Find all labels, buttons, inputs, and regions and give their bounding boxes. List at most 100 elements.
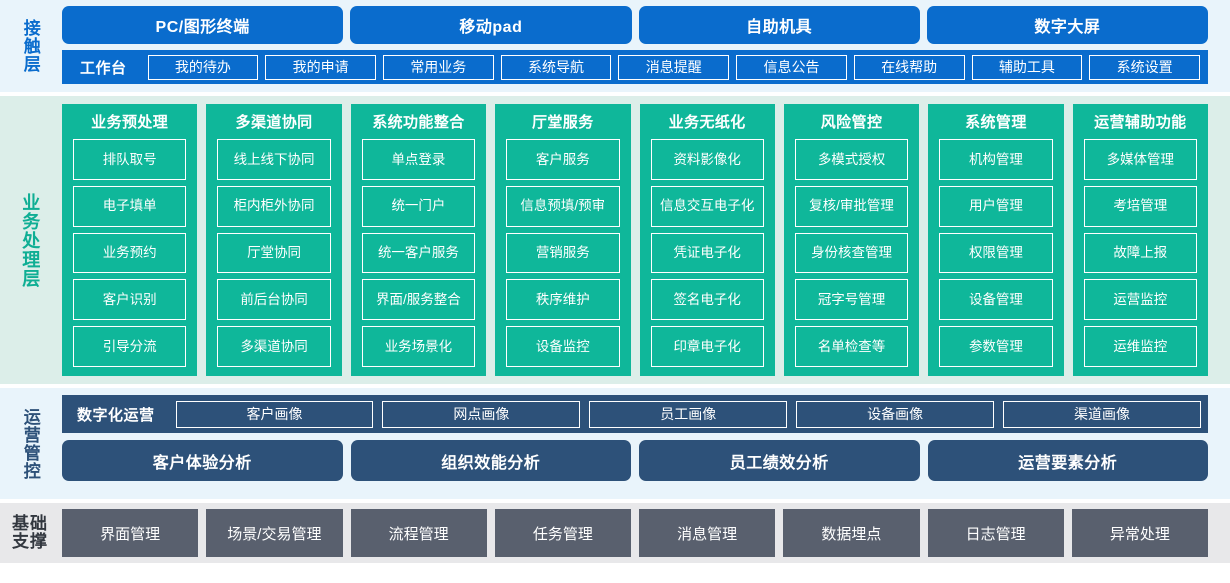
workbench-item-system-navigation[interactable]: 系统导航 [500, 54, 612, 80]
analysis-org-efficiency[interactable]: 组织效能分析 [350, 440, 631, 481]
channel-digital-screen[interactable]: 数字大屏 [926, 6, 1208, 44]
layer-base-support: 基础 支撑 界面管理 场景/交易管理 流程管理 任务管理 消息管理 数据埋点 日… [0, 503, 1230, 563]
workbench-title: 工作台 [80, 59, 127, 77]
workbench-item-my-application[interactable]: 我的申请 [265, 54, 376, 80]
biz-col-multichannel: 多渠道协同 线上线下协同 柜内柜外协同 厅堂协同 前后台协同 多渠道协同 [206, 104, 342, 376]
biz-item[interactable]: 单点登录 [361, 139, 476, 180]
biz-item[interactable]: 冠字号管理 [794, 279, 909, 321]
biz-item-list: 排队取号 电子填单 业务预约 客户识别 引导分流 [73, 139, 187, 367]
workbench-item-aux-tools[interactable]: 辅助工具 [971, 54, 1083, 80]
workbench-item-online-help[interactable]: 在线帮助 [853, 54, 965, 80]
base-item-task-management[interactable]: 任务管理 [494, 509, 631, 557]
analysis-row: 客户体验分析 组织效能分析 员工绩效分析 运营要素分析 [62, 440, 1208, 481]
channel-mobile-pad[interactable]: 移动pad [350, 6, 632, 44]
biz-item[interactable]: 前后台协同 [217, 279, 331, 321]
biz-item[interactable]: 复核/审批管理 [794, 185, 909, 227]
biz-col-lobby-service: 厅堂服务 客户服务 信息预填/预审 营销服务 秩序维护 设备监控 [495, 104, 631, 376]
biz-col-title: 业务预处理 [91, 114, 169, 131]
biz-item-list: 客户服务 信息预填/预审 营销服务 秩序维护 设备监控 [506, 139, 620, 367]
biz-item-list: 资料影像化 信息交互电子化 凭证电子化 签名电子化 印章电子化 [650, 139, 764, 367]
layer-base-support-label-line1: 基础 [12, 513, 48, 533]
biz-item[interactable]: 业务预约 [73, 232, 187, 274]
divider-contact-business [0, 92, 1230, 96]
layer-base-support-label-line2: 支撑 [12, 532, 48, 551]
channel-pc[interactable]: PC/图形终端 [62, 6, 344, 44]
biz-col-title: 风险管控 [820, 114, 883, 131]
biz-item[interactable]: 名单检查等 [794, 326, 909, 367]
biz-item[interactable]: 信息预填/预审 [506, 185, 620, 227]
biz-item[interactable]: 电子填单 [73, 185, 187, 227]
biz-item-list: 线上线下协同 柜内柜外协同 厅堂协同 前后台协同 多渠道协同 [217, 139, 331, 367]
biz-item[interactable]: 机构管理 [939, 139, 1053, 180]
analysis-customer-experience[interactable]: 客户体验分析 [62, 440, 343, 481]
biz-item-list: 多模式授权 复核/审批管理 身份核查管理 冠字号管理 名单检查等 [794, 139, 909, 367]
biz-item[interactable]: 参数管理 [939, 326, 1053, 367]
biz-item[interactable]: 多媒体管理 [1083, 139, 1197, 180]
biz-item[interactable]: 柜内柜外协同 [217, 185, 331, 227]
analysis-employee-performance[interactable]: 员工绩效分析 [639, 440, 920, 481]
biz-col-title: 系统功能整合 [372, 114, 465, 131]
business-columns: 业务预处理 排队取号 电子填单 业务预约 客户识别 引导分流 多渠道协同 线上线… [60, 104, 1230, 376]
portrait-employee[interactable]: 员工画像 [589, 400, 788, 428]
biz-item[interactable]: 多渠道协同 [217, 326, 331, 367]
biz-item[interactable]: 凭证电子化 [650, 232, 764, 274]
portrait-branch[interactable]: 网点画像 [382, 400, 581, 428]
biz-item[interactable]: 运营监控 [1083, 279, 1197, 321]
biz-item[interactable]: 客户识别 [73, 279, 187, 321]
workbench-item-announcement[interactable]: 信息公告 [736, 54, 847, 80]
workbench-item-system-settings[interactable]: 系统设置 [1089, 54, 1200, 80]
biz-item[interactable]: 多模式授权 [794, 139, 909, 180]
biz-item[interactable]: 运维监控 [1083, 326, 1197, 367]
biz-item-list: 单点登录 统一门户 统一客户服务 界面/服务整合 业务场景化 [361, 139, 476, 367]
base-item-exception-handling[interactable]: 异常处理 [1071, 509, 1208, 557]
base-item-message-management[interactable]: 消息管理 [639, 509, 776, 557]
biz-item[interactable]: 排队取号 [73, 139, 187, 180]
layer-operations-label: 运营管控 [20, 407, 40, 480]
biz-item[interactable]: 统一客户服务 [361, 232, 476, 274]
portrait-device[interactable]: 设备画像 [796, 400, 995, 428]
base-item-data-tracking[interactable]: 数据埋点 [783, 509, 920, 557]
base-item-ui-management[interactable]: 界面管理 [62, 509, 199, 557]
biz-item[interactable]: 身份核查管理 [794, 232, 909, 274]
base-item-process-management[interactable]: 流程管理 [350, 509, 487, 557]
base-items-row: 界面管理 场景/交易管理 流程管理 任务管理 消息管理 数据埋点 日志管理 异常… [62, 509, 1208, 557]
biz-item[interactable]: 线上线下协同 [217, 139, 331, 180]
divider-business-operations [0, 384, 1230, 388]
biz-item[interactable]: 引导分流 [73, 326, 187, 367]
biz-item[interactable]: 界面/服务整合 [361, 279, 476, 321]
biz-item[interactable]: 厅堂协同 [217, 232, 331, 274]
workbench-item-message-alert[interactable]: 消息提醒 [618, 54, 730, 80]
layer-contact-label: 接触层 [20, 19, 40, 73]
biz-item[interactable]: 信息交互电子化 [650, 185, 764, 227]
digital-operations-title: 数字化运营 [77, 406, 155, 424]
biz-item[interactable]: 秩序维护 [506, 279, 620, 321]
biz-item[interactable]: 客户服务 [506, 139, 620, 180]
biz-item[interactable]: 业务场景化 [361, 326, 476, 367]
portrait-customer[interactable]: 客户画像 [175, 400, 374, 428]
biz-item[interactable]: 设备管理 [939, 279, 1053, 321]
workbench-item-my-todo[interactable]: 我的待办 [147, 54, 259, 80]
biz-col-system-management: 系统管理 机构管理 用户管理 权限管理 设备管理 参数管理 [928, 104, 1064, 376]
biz-col-title: 厅堂服务 [532, 114, 594, 131]
portrait-channel[interactable]: 渠道画像 [1003, 400, 1201, 428]
biz-item[interactable]: 印章电子化 [650, 326, 764, 367]
biz-item[interactable]: 故障上报 [1083, 232, 1197, 274]
workbench-item-common-business[interactable]: 常用业务 [382, 54, 494, 80]
channel-self-service[interactable]: 自助机具 [638, 6, 920, 44]
biz-item[interactable]: 统一门户 [361, 185, 476, 227]
base-item-scenario-transaction[interactable]: 场景/交易管理 [206, 509, 343, 557]
layer-operations-body: 数字化运营 客户画像 网点画像 员工画像 设备画像 渠道画像 客户体验分析 组织… [60, 395, 1230, 492]
analysis-operating-factors[interactable]: 运营要素分析 [927, 440, 1208, 481]
biz-col-title: 运营辅助功能 [1094, 114, 1187, 131]
biz-item[interactable]: 资料影像化 [650, 139, 764, 180]
biz-item[interactable]: 签名电子化 [650, 279, 764, 321]
layer-operations: 运营管控 数字化运营 客户画像 网点画像 员工画像 设备画像 渠道画像 客户体验… [0, 388, 1230, 499]
biz-item[interactable]: 考培管理 [1083, 185, 1197, 227]
base-item-log-management[interactable]: 日志管理 [927, 509, 1064, 557]
biz-item[interactable]: 营销服务 [506, 232, 620, 274]
layer-business-label: 业务处理层 [20, 192, 41, 288]
biz-col-system-integration: 系统功能整合 单点登录 统一门户 统一客户服务 界面/服务整合 业务场景化 [350, 104, 487, 376]
biz-item[interactable]: 设备监控 [506, 326, 620, 367]
biz-item[interactable]: 用户管理 [939, 185, 1053, 227]
biz-item[interactable]: 权限管理 [939, 232, 1053, 274]
